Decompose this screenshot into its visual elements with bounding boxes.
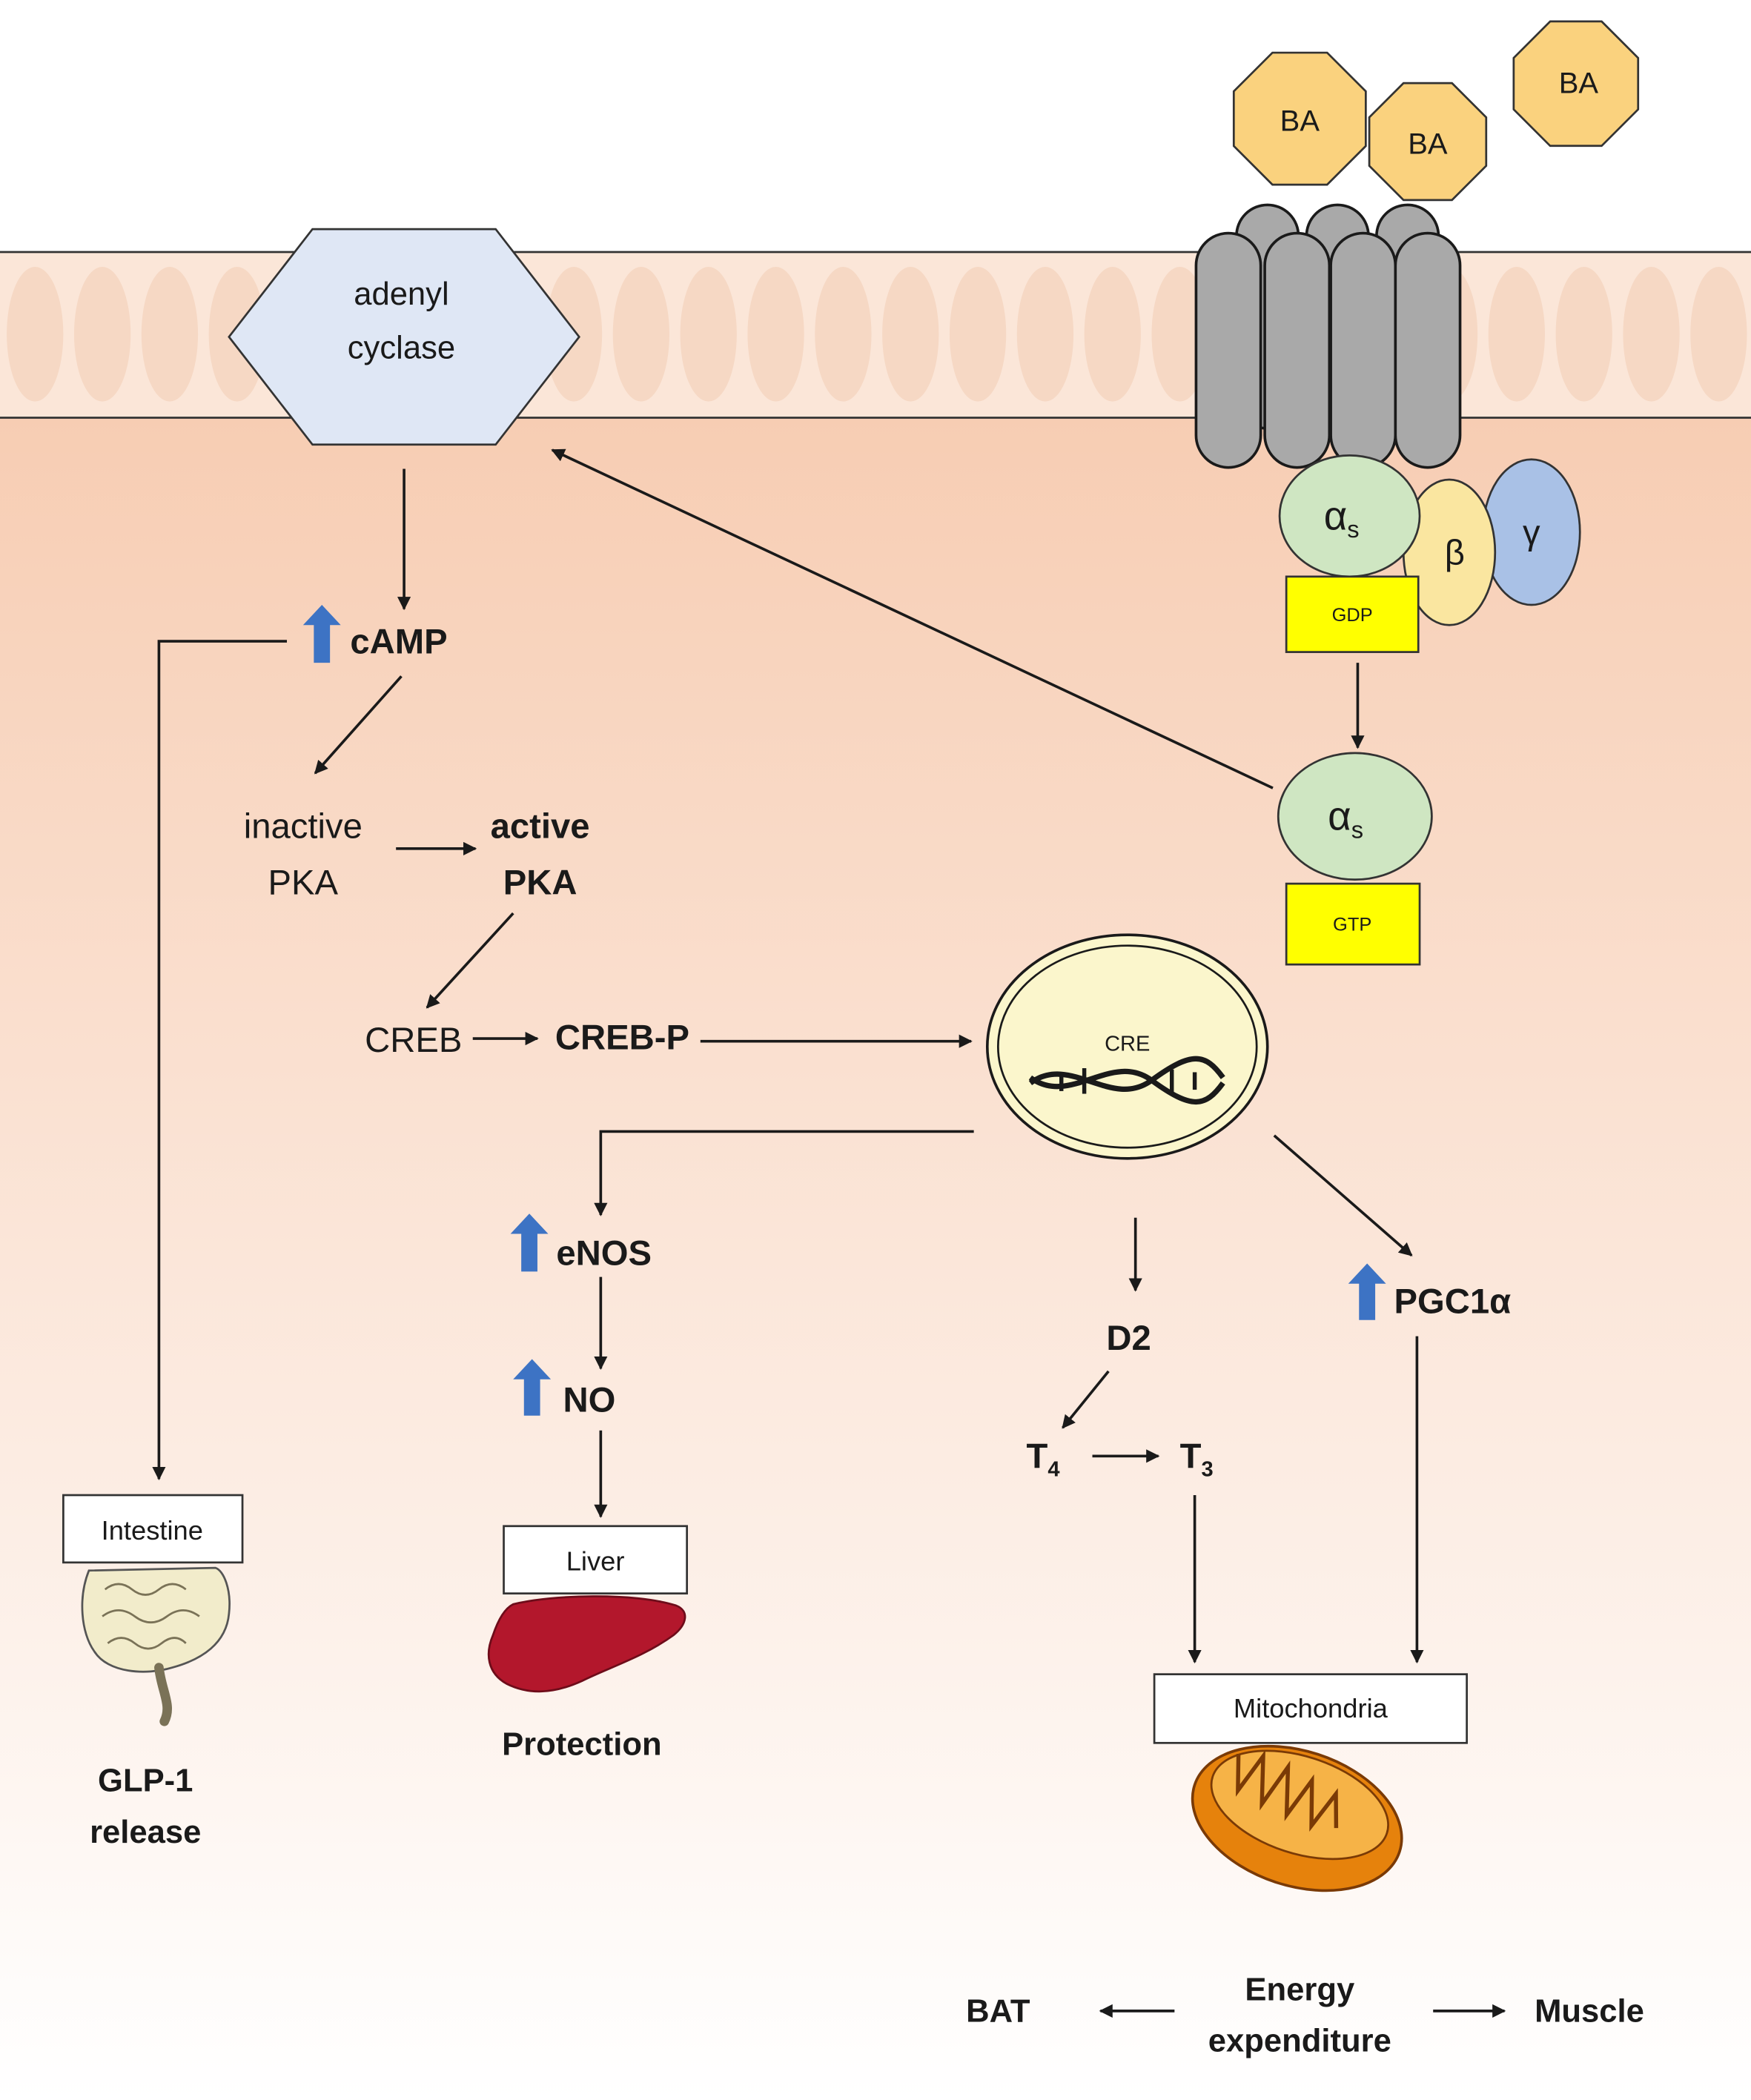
lipid-molecule — [7, 266, 64, 402]
arrow-cre-to-enos — [594, 1130, 974, 1216]
tgr5-receptor — [1194, 203, 1462, 469]
bile-acid-ligands: BA BA BA — [1232, 20, 1640, 202]
liver-organ: Liver — [487, 1525, 688, 1693]
lipid-molecule — [949, 266, 1007, 402]
intestine-label: Intestine — [102, 1515, 203, 1546]
adenyl-cyclase-label-1: adenyl — [354, 276, 448, 312]
dna-helix-icon — [1028, 1056, 1225, 1105]
ba-ligand-label: BA — [1408, 127, 1448, 160]
up-arrow-icon — [1348, 1263, 1386, 1320]
enos-label: eNOS — [556, 1233, 652, 1273]
beta-label: β — [1445, 533, 1465, 572]
arrow-d2-to-t4 — [1062, 1370, 1110, 1429]
arrow-cre-to-pgc — [1273, 1134, 1413, 1256]
cre-nucleus: CRE — [985, 933, 1269, 1160]
lipid-molecule — [73, 266, 131, 402]
up-arrow-icon — [302, 605, 341, 663]
energy-expenditure-label-1: Energy — [1245, 1972, 1355, 2007]
mitochondria-icon — [1191, 1744, 1403, 1892]
g-protein-alpha-gtp: αs GTP — [1277, 752, 1433, 966]
arrow-galpha-to-ac — [551, 448, 1274, 789]
alpha-s-label: αs — [1324, 493, 1360, 543]
glp1-label-2: release — [90, 1815, 201, 1850]
lipid-molecule — [1623, 266, 1680, 402]
lipid-molecule — [1084, 266, 1141, 402]
lipid-molecule — [747, 266, 804, 402]
arrow-pka-to-creb — [426, 912, 514, 1009]
lipid-molecule — [1555, 266, 1612, 402]
gamma-label: γ — [1523, 513, 1540, 552]
arrow-camp-to-intestine — [152, 640, 288, 1481]
lipid-molecule — [1690, 266, 1747, 402]
energy-expenditure-label-2: expenditure — [1208, 2023, 1391, 2058]
alpha-s-label: αs — [1328, 793, 1363, 843]
ba-ligand: BA — [1368, 82, 1488, 202]
extracellular-space — [0, 0, 1751, 252]
up-arrow-icon — [510, 1213, 549, 1272]
up-arrow-icon — [513, 1359, 552, 1416]
lipid-molecule — [882, 266, 939, 402]
pathway-arrows — [152, 448, 1506, 2018]
t3-label: T3 — [1180, 1437, 1214, 1482]
inactive-pka-label-2: PKA — [268, 864, 339, 903]
active-pka-label-2: PKA — [503, 864, 577, 903]
gtp-label: GTP — [1333, 915, 1371, 935]
protection-label: Protection — [502, 1727, 662, 1763]
adenyl-cyclase-label-2: cyclase — [348, 331, 455, 366]
cre-label: CRE — [1105, 1032, 1150, 1056]
liver-icon — [487, 1595, 686, 1693]
d2-label: D2 — [1106, 1319, 1151, 1358]
lipid-molecule — [141, 266, 199, 402]
lipid-molecule — [680, 266, 737, 402]
lipid-molecule — [1016, 266, 1074, 402]
creb-p-label: CREB-P — [555, 1018, 689, 1058]
lipid-molecule — [1488, 266, 1546, 402]
camp-label: cAMP — [350, 622, 447, 661]
g-protein-alpha-gdp: αs GDP — [1278, 454, 1421, 653]
no-label: NO — [563, 1380, 615, 1420]
intestine-icon — [81, 1566, 231, 1726]
arrow-camp-to-pka — [314, 675, 403, 775]
t4-label: T4 — [1026, 1437, 1059, 1482]
g-protein-gamma: γ — [1482, 458, 1581, 606]
gdp-label: GDP — [1332, 605, 1373, 626]
ba-ligand-label: BA — [1559, 67, 1599, 100]
bat-label: BAT — [966, 1993, 1030, 2029]
ba-ligand-label: BA — [1280, 105, 1320, 137]
lipid-molecule — [612, 266, 670, 402]
lipid-molecule — [1151, 266, 1208, 402]
liver-label: Liver — [566, 1546, 625, 1577]
inactive-pka-label-1: inactive — [244, 806, 363, 846]
pgc1a-label: PGC1α — [1394, 1282, 1512, 1322]
active-pka-label-1: active — [491, 806, 590, 846]
mitochondria-label: Mitochondria — [1234, 1693, 1388, 1723]
mitochondria-organelle: Mitochondria — [1153, 1673, 1468, 1892]
g-protein-beta: β — [1402, 478, 1497, 626]
cytoplasm — [0, 417, 1751, 2100]
glp1-label-1: GLP-1 — [98, 1763, 193, 1799]
ba-ligand: BA — [1512, 20, 1640, 148]
adenyl-cyclase: adenyl cyclase — [228, 228, 581, 446]
intestine-organ: Intestine — [62, 1494, 244, 1726]
muscle-label: Muscle — [1535, 1993, 1644, 2029]
lipid-molecule — [815, 266, 872, 402]
creb-label: CREB — [365, 1021, 462, 1060]
ba-ligand: BA — [1232, 51, 1367, 186]
